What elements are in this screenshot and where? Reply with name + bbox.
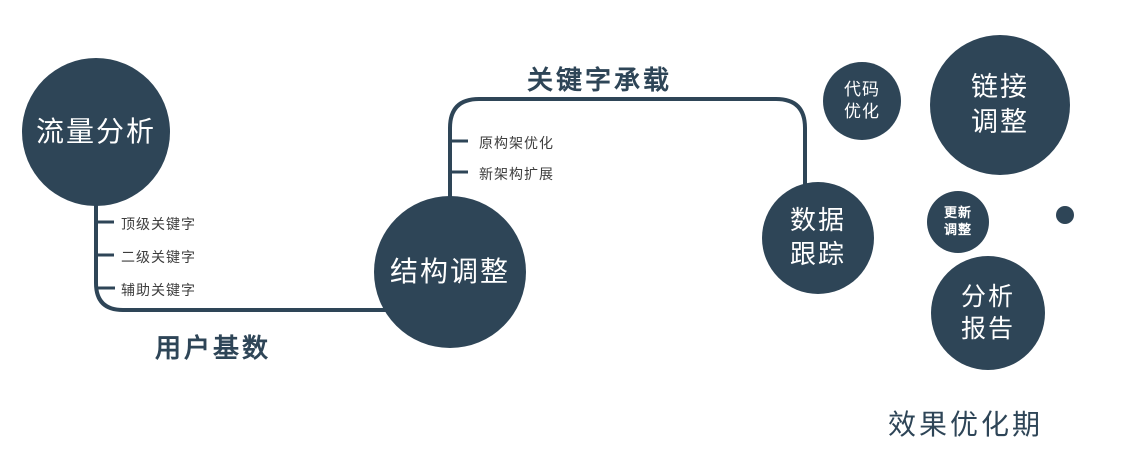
bullet-dot bbox=[1056, 206, 1074, 224]
node-link-adjustment-line2: 调整 bbox=[971, 107, 1029, 137]
node-code-optimization: 代码 优化 bbox=[823, 62, 901, 140]
node-code-optimization-line1: 代码 bbox=[844, 79, 880, 99]
node-analysis-report-line2: 报告 bbox=[960, 315, 1015, 343]
edge-structure-tracking bbox=[448, 97, 807, 240]
node-link-adjustment-line1: 链接 bbox=[971, 71, 1029, 102]
tick-label-original-architecture: 原构架优化 bbox=[479, 135, 554, 151]
node-traffic-analysis-label: 流量分析 bbox=[35, 115, 156, 147]
tick-label-auxiliary-keywords: 辅助关键字 bbox=[121, 282, 196, 298]
node-structure-adjustment: 结构调整 bbox=[374, 196, 526, 348]
tick-label-new-architecture: 新架构扩展 bbox=[479, 166, 554, 182]
tick-label-top-keywords: 顶级关键字 bbox=[121, 216, 196, 232]
node-data-tracking-line2: 跟踪 bbox=[789, 239, 846, 269]
node-update-adjustment-line2: 调整 bbox=[943, 222, 972, 237]
node-data-tracking-line1: 数据 bbox=[789, 205, 846, 236]
edge-label-user-base: 用户基数 bbox=[155, 333, 272, 363]
node-analysis-report: 分析 报告 bbox=[931, 256, 1045, 370]
footer-effect-optimization-period: 效果优化期 bbox=[888, 409, 1044, 440]
node-analysis-report-line1: 分析 bbox=[960, 282, 1015, 311]
node-data-tracking: 数据 跟踪 bbox=[762, 182, 874, 294]
node-structure-adjustment-label: 结构调整 bbox=[389, 255, 510, 287]
node-traffic-analysis: 流量分析 bbox=[22, 58, 170, 206]
edge-label-keyword-carry: 关键字承载 bbox=[527, 65, 673, 95]
node-update-adjustment-line1: 更新 bbox=[943, 205, 972, 221]
edge-traffic-structure bbox=[94, 150, 450, 312]
node-update-adjustment: 更新 调整 bbox=[927, 191, 989, 253]
node-link-adjustment: 链接 调整 bbox=[930, 35, 1070, 175]
tick-label-secondary-keywords: 二级关键字 bbox=[121, 249, 196, 265]
node-code-optimization-line2: 优化 bbox=[844, 102, 880, 121]
